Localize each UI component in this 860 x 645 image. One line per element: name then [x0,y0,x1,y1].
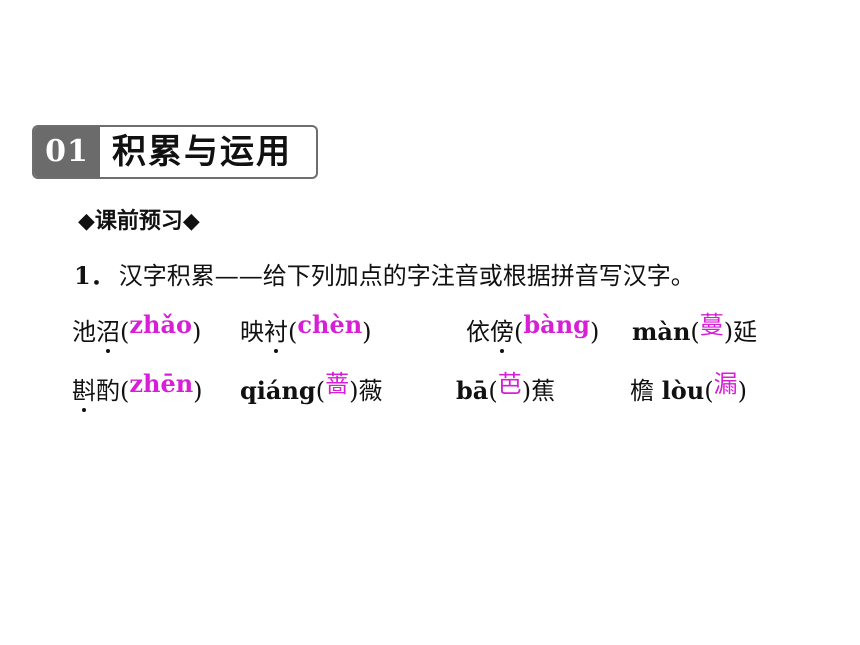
answer: 芭 [497,370,522,398]
section-title: 积累与运用 [112,132,292,172]
answer: 漏 [713,370,738,398]
vocab-item-4: màn(蔓)延 [632,311,758,346]
vocab-item-1: 池沼(zhǎo) [72,310,201,353]
answer: chèn [297,310,363,339]
answer: 蔷 [325,370,350,398]
question-prompt: 1．汉字积累——给下列加点的字注音或根据拼音写汉字。 [74,256,695,291]
pinyin: bā [456,376,489,405]
question-number: 1． [74,261,115,290]
vocab-item-6: qiáng(蔷)薇 [240,370,383,405]
subheading: ◆课前预习◆ [78,209,200,234]
dotted-char: 斟 [72,373,96,412]
answer: 蔓 [699,311,724,339]
section-number: 01 [34,127,100,177]
answer: bàng [523,310,590,339]
vocab-item-8: 檐 lòu(漏) [630,370,747,405]
vocab-item-2: 映衬(chèn) [240,310,372,353]
answer: zhǎo [129,310,193,339]
vocab-item-5: 斟酌(zhēn) [72,369,203,412]
section-header: 01 积累与运用 [32,125,318,179]
question-text: 汉字积累——给下列加点的字注音或根据拼音写汉字。 [118,262,695,290]
dotted-char: 沼 [96,314,120,353]
vocab-item-3: 依傍(bàng) [466,310,599,353]
dotted-char: 傍 [490,314,514,353]
dotted-char: 衬 [264,314,288,353]
pinyin: qiáng [240,376,316,405]
pinyin: màn [632,317,691,346]
vocab-item-7: bā(芭)蕉 [456,370,556,405]
pinyin: lòu [661,376,705,405]
answer: zhēn [129,369,194,398]
